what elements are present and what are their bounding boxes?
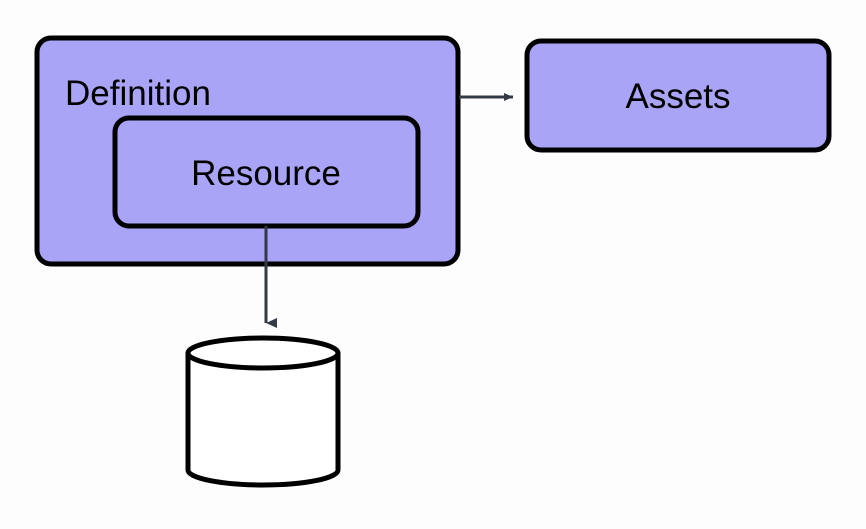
- node-assets-shape: [524, 38, 832, 153]
- node-database-cylinder[interactable]: [185, 335, 341, 488]
- node-resource[interactable]: Resource: [112, 115, 421, 229]
- node-definition-label: Definition: [65, 74, 211, 113]
- node-assets[interactable]: Assets: [524, 38, 832, 153]
- node-resource-label: Resource: [191, 154, 341, 193]
- node-database-top-ellipse: [185, 335, 341, 371]
- node-database-body: [185, 350, 341, 488]
- node-assets-label: Assets: [625, 77, 730, 116]
